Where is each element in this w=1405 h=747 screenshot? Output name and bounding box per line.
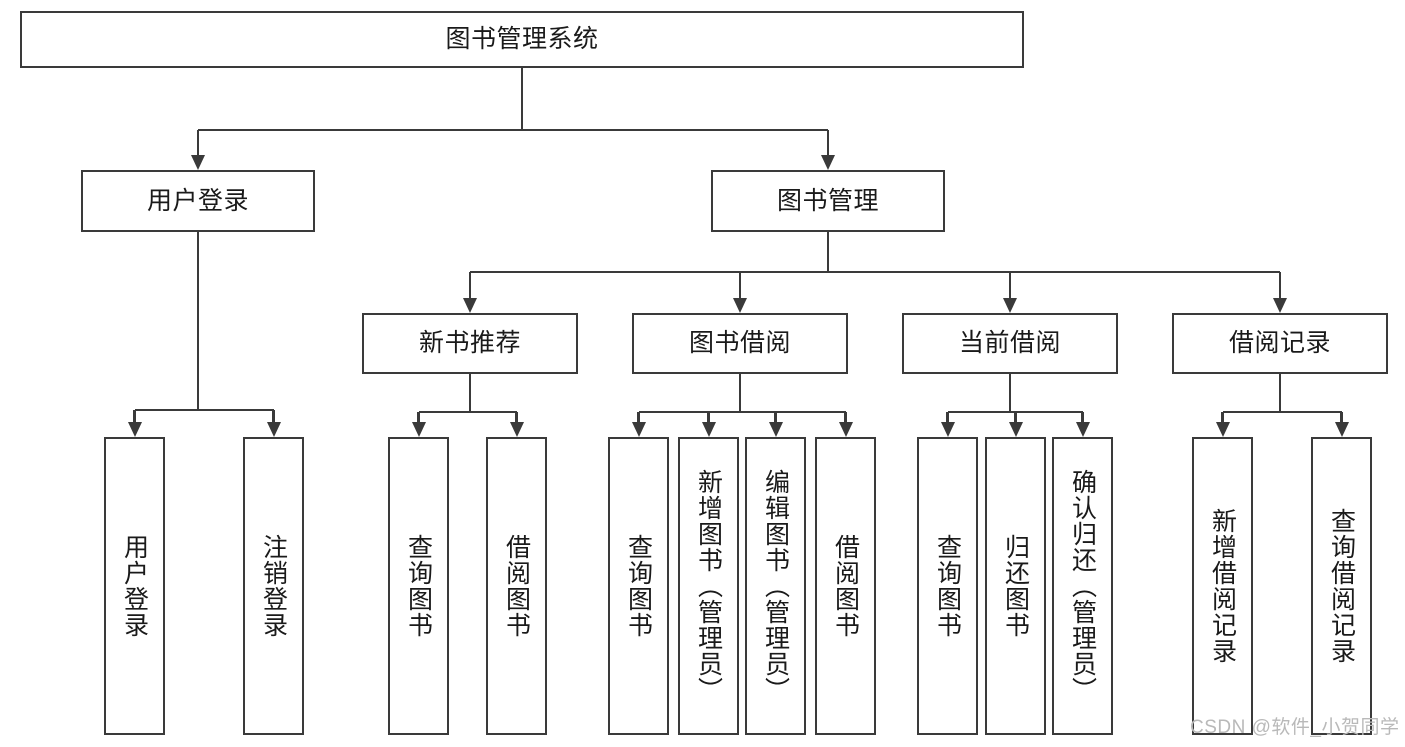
leaf-查询图书[interactable]: 查询图书 [388,437,449,735]
leaf-label: 新增图书（管理员） [694,469,723,703]
leaf-label: 查询借阅记录 [1327,508,1356,664]
connector-to-leaf [1081,412,1084,424]
arrowhead-icon [838,422,853,437]
node-level2-用户登录[interactable]: 用户登录 [81,170,315,232]
leaf-label: 查询图书 [404,534,433,638]
leaf-用户登录[interactable]: 用户登录 [104,437,165,735]
connector-to-leaf [946,412,949,424]
arrowhead-icon [1215,422,1230,437]
arrowhead-icon [463,298,477,313]
arrowhead-icon [1003,298,1017,313]
arrowhead-icon [768,422,783,437]
leaf-归还图书[interactable]: 归还图书 [985,437,1046,735]
arrowhead-icon [940,422,955,437]
leaf-label: 用户登录 [120,534,149,638]
node-root-图书管理系统[interactable]: 图书管理系统 [20,11,1024,68]
connector-to-leaf [774,412,777,424]
arrowhead-icon [631,422,646,437]
connector-to-新书推荐 [468,272,472,300]
leaf-借阅图书[interactable]: 借阅图书 [486,437,547,735]
leaf-新增借阅记录[interactable]: 新增借阅记录 [1192,437,1253,735]
leaf-label: 编辑图书（管理员） [761,469,790,703]
leaf-借阅图书[interactable]: 借阅图书 [815,437,876,735]
leaf-label: 确认归还（管理员） [1068,469,1097,703]
arrowhead-icon [821,155,835,170]
connector-to-当前借阅 [1008,272,1012,300]
connector-图书借阅-bus [638,410,846,414]
connector-to-leaf [1340,412,1343,424]
node-level3-新书推荐[interactable]: 新书推荐 [362,313,578,374]
connector-to-图书管理 [826,130,830,157]
node-label: 图书管理 [776,186,879,215]
connector-借阅记录-bus [1222,410,1342,414]
arrowhead-icon [191,155,205,170]
leaf-label: 注销登录 [259,534,288,638]
connector-to-用户登录 [196,130,200,157]
connector-to-leaf [515,412,518,424]
arrowhead-icon [127,422,142,437]
node-label: 图书管理系统 [445,25,599,54]
connector-to-leaf [1014,412,1017,424]
leaf-label: 新增借阅记录 [1208,508,1237,664]
leaf-label: 查询图书 [933,534,962,638]
connector-to-leaf [707,412,710,424]
connector-用户登录-stem [196,232,200,410]
connector-借阅记录-stem [1278,374,1282,412]
leaf-注销登录[interactable]: 注销登录 [243,437,304,735]
arrowhead-icon [1334,422,1349,437]
connector-图书借阅-stem [738,374,742,412]
node-level3-当前借阅[interactable]: 当前借阅 [902,313,1118,374]
connector-to-leaf [637,412,640,424]
arrowhead-icon [701,422,716,437]
connector-to-leaf [1221,412,1224,424]
leaf-label: 查询图书 [624,534,653,638]
watermark-text: CSDN @软件_小贺同学 [1190,717,1400,738]
node-label: 新书推荐 [418,329,521,358]
leaf-查询图书[interactable]: 查询图书 [608,437,669,735]
connector-新书推荐-bus [418,410,517,414]
leaf-确认归还（管理员）[interactable]: 确认归还（管理员） [1052,437,1113,735]
node-label: 当前借阅 [958,329,1061,358]
node-label: 图书借阅 [688,329,791,358]
node-label: 用户登录 [146,186,249,215]
arrowhead-icon [1008,422,1023,437]
arrowhead-icon [266,422,281,437]
node-level3-图书借阅[interactable]: 图书借阅 [632,313,848,374]
connector-to-leaf [272,410,275,424]
connector-root-bus [198,128,828,132]
connector-用户登录-bus [134,408,274,412]
node-level2-图书管理[interactable]: 图书管理 [711,170,945,232]
arrowhead-icon [509,422,524,437]
connector-to-leaf [844,412,847,424]
connector-当前借阅-stem [1008,374,1012,412]
node-label: 借阅记录 [1228,329,1331,358]
arrowhead-icon [411,422,426,437]
connector-to-借阅记录 [1278,272,1282,300]
leaf-编辑图书（管理员）[interactable]: 编辑图书（管理员） [745,437,806,735]
leaf-label: 借阅图书 [502,534,531,638]
leaf-查询图书[interactable]: 查询图书 [917,437,978,735]
leaf-新增图书（管理员）[interactable]: 新增图书（管理员） [678,437,739,735]
node-level3-借阅记录[interactable]: 借阅记录 [1172,313,1388,374]
connector-mgmt-bus [470,270,1280,274]
connector-新书推荐-stem [468,374,472,412]
connector-to-leaf [133,410,136,424]
connector-to-图书借阅 [738,272,742,300]
leaf-查询借阅记录[interactable]: 查询借阅记录 [1311,437,1372,735]
connector-mgmt-stem [826,232,830,272]
arrowhead-icon [733,298,747,313]
leaf-label: 借阅图书 [831,534,860,638]
arrowhead-icon [1075,422,1090,437]
arrowhead-icon [1273,298,1287,313]
connector-root-stem [520,68,524,130]
connector-to-leaf [417,412,420,424]
leaf-label: 归还图书 [1001,534,1030,638]
